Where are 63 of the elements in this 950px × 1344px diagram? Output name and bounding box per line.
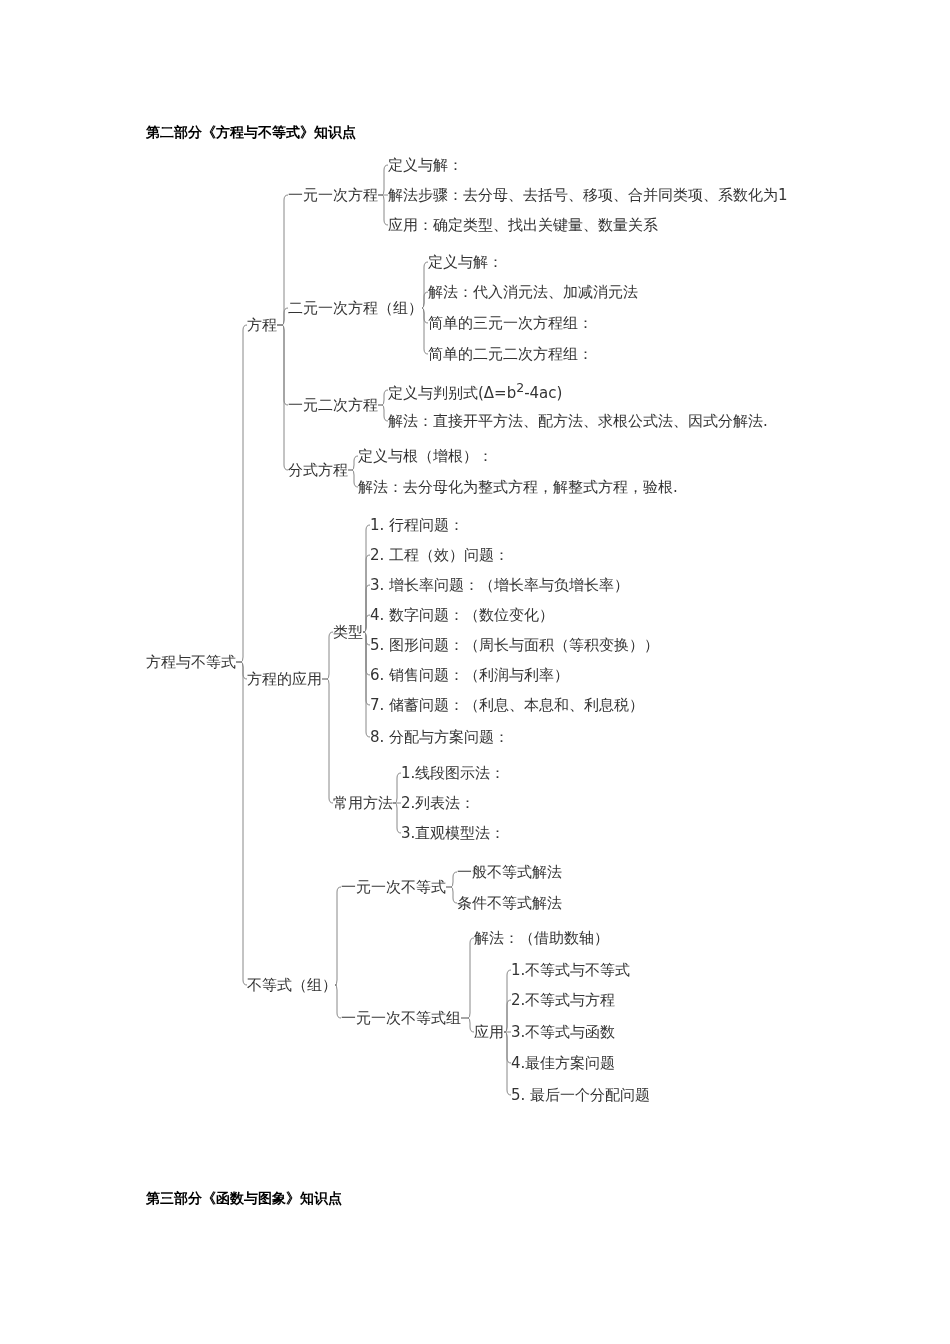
topic-text: 解法：去分母化为整式方程，解整式方程，验根. (358, 477, 678, 497)
topic-text: 一元一次方程 (288, 185, 378, 205)
brace-connector (377, 404, 389, 422)
topic-text: 2.不等式与方程 (511, 990, 616, 1010)
brace-connector (334, 984, 342, 1019)
brace-connector (362, 631, 371, 738)
topic-text: 应用：确定类型、找出关键量、数量关系 (388, 215, 658, 235)
topic-text: 3.直观模型法： (401, 823, 506, 843)
topic-text: 一元一次不等式组 (341, 1008, 461, 1028)
topic-text: 方程与不等式 (146, 652, 236, 672)
topic-text: 5. 最后一个分配问题 (511, 1085, 651, 1105)
topic-text: 2. 工程（效）问题： (370, 545, 510, 565)
brace-connector (503, 999, 512, 1033)
brace-connector (321, 678, 334, 804)
topic-text: 方程 (247, 315, 277, 335)
topic-text: 分式方程 (288, 460, 348, 480)
topic-text: 1. 行程问题： (370, 515, 465, 535)
brace-connector (421, 307, 429, 355)
topic-text: 定义与解： (388, 155, 463, 175)
brace-connector (503, 1031, 512, 1096)
topic-text: 方程的应用 (247, 669, 322, 689)
brace-connector (334, 886, 342, 986)
topic-text: 条件不等式解法 (457, 893, 562, 913)
topic-text: 解法：代入消元法、加减消元法 (428, 282, 638, 302)
topic-text: 定义与判别式(Δ=b$^{2}$-4ac) (388, 377, 563, 403)
topic-text: 解法步骤：去分母、去括号、移项、合并同类项、系数化为1 (388, 185, 788, 205)
topic-text: 3.不等式与函数 (511, 1022, 616, 1042)
topic-text: 1.不等式与不等式 (511, 960, 631, 980)
topic-text: 简单的二元二次方程组： (428, 344, 593, 364)
section-heading: 第三部分《函数与图象》知识点 (146, 1190, 342, 1208)
topic-text: 一元二次方程 (288, 395, 378, 415)
brace-connector (421, 291, 429, 309)
brace-connector (362, 614, 371, 633)
brace-connector (276, 324, 289, 471)
topic-text: 4.最佳方案问题 (511, 1053, 616, 1073)
topic-text: 不等式（组） (247, 975, 337, 995)
topic-text: 定义与根（增根）： (358, 446, 493, 466)
brace-connector (347, 469, 359, 488)
topic-text: 一元一次不等式 (341, 877, 446, 897)
brace-connector (445, 886, 458, 904)
topic-text: 5. 图形问题：（周长与面积（等积变换）） (370, 635, 660, 655)
topic-text: 3. 增长率问题：（增长率与负增长率） (370, 575, 630, 595)
brace-connector (460, 1017, 475, 1033)
topic-text: 6. 销售问题：（利润与利率） (370, 665, 570, 685)
brace-connector (392, 802, 402, 834)
topic-text: 2.列表法： (401, 793, 476, 813)
brace-connector (377, 194, 389, 226)
topic-text: 解法：（借助数轴） (474, 928, 609, 948)
topic-text: 解法：直接开平方法、配方法、求根公式法、因式分解法. (388, 411, 768, 431)
topic-text: 8. 分配与方案问题： (370, 727, 510, 747)
topic-text: 类型 (333, 622, 363, 642)
title: 第二部分《方程与不等式》知识点 (146, 124, 356, 142)
topic-text: 1.线段图示法： (401, 763, 506, 783)
topic-text: 常用方法 (333, 793, 393, 813)
brace-connector (503, 1031, 512, 1033)
topic-text: 二元一次方程（组） (288, 298, 423, 318)
topic-text: 一般不等式解法 (457, 862, 562, 882)
topic-text: 简单的三元一次方程组： (428, 313, 593, 333)
topic-text: 4. 数字问题：（数位变化） (370, 605, 555, 625)
topic-text: 定义与解： (428, 252, 503, 272)
brace-connector (235, 661, 248, 986)
topic-text: 应用 (474, 1022, 504, 1042)
topic-text: 7. 储蓄问题：（利息、本息和、利息税） (370, 695, 645, 715)
